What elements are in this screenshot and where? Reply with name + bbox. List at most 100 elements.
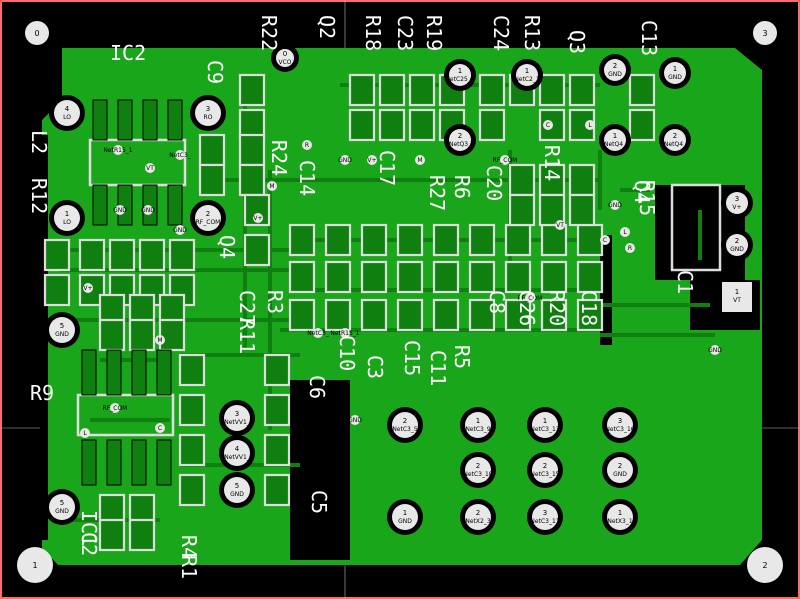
via-label-24: GND [608,202,622,209]
pad-net-p-gnd-l1: GND [55,331,69,338]
pad-sp-vt [722,282,752,312]
via-label-15: RF_COM [518,295,543,302]
pad-num-p-netic3-15: 2 [543,462,547,470]
smd-pad-43 [628,108,656,142]
silk-Q2: Q2 [315,15,339,39]
smd-pad-3 [396,223,424,257]
pad-num-p-netic3-5: 2 [403,417,407,425]
via-label-13: V+ [253,215,262,222]
smd-pad-77 [178,473,206,507]
silk-C13: C13 [637,20,661,56]
pad-p-ro [195,100,221,126]
pad-p-lo2 [54,205,80,231]
smd-pad-78 [263,353,291,387]
via-label-14: M [269,183,274,190]
pad-num-p-lo2: 1 [65,210,69,218]
pad-net-p-gnd-r: GND [730,246,744,253]
pad-p-gnd-l1 [49,317,75,343]
via-label-9: NetC3_ [169,152,192,159]
smd-pad-32 [378,108,406,142]
ic1-pin-top-3 [156,349,172,396]
via-label-29: L [83,430,87,437]
smd-pad-73 [158,318,186,352]
pad-net-p-gnd-b2: GND [398,518,412,525]
smd-pad-46 [198,133,226,167]
mounting-label-hole-0: 0 [34,29,39,38]
smd-pad-52 [508,163,536,197]
smd-pad-74 [178,353,206,387]
pad-p-gnd-b1 [607,457,633,483]
smd-pad-31 [348,108,376,142]
via-6 [302,140,312,150]
ic2-body [88,138,187,187]
smd-pad-15 [504,260,532,294]
smd-pad-13 [432,260,460,294]
pad-net-p-netvv1a: NetVV1_ [224,419,251,426]
smd-pad-8 [576,223,604,257]
smd-pad-11 [360,260,388,294]
smd-pad-23 [468,298,496,332]
via-17 [620,227,630,237]
smd-pad-27 [348,73,376,107]
pad-p-netic3-11 [532,504,558,530]
pad-num-p-netq4a: 1 [613,132,617,140]
via-23 [710,345,720,355]
silk-R15: R15 [635,180,659,216]
via-11 [143,205,153,215]
pad-p-netc2 [516,64,538,86]
via-label-18: R [628,245,632,252]
pad-p-gnd-top1 [604,59,626,81]
smd-pad-38 [568,73,596,107]
ic1-body [76,393,175,437]
ic2-pin-top-1 [117,99,133,141]
smd-pad-80 [263,433,291,467]
smd-pad-44 [238,73,266,107]
silk-R22: R22 [257,15,281,51]
smd-pad-81 [263,473,291,507]
pad-net-p-netic3-16: NetC3_16 [605,426,634,433]
pad-net-p-netic3-9: NetC3_9 [465,426,491,433]
smd-pad-51 [243,233,271,267]
pad-num-p-lo1: 4 [65,105,70,113]
smd-pad-9 [288,260,316,294]
silk-R20: R20 [545,290,569,326]
via-2 [415,155,425,165]
smd-pad-7 [540,223,568,257]
silk-C2: C2 [77,532,101,556]
smd-pad-6 [504,223,532,257]
silk-R27: R27 [425,175,449,211]
smd-pad-10 [324,260,352,294]
smd-pad-55 [508,193,536,227]
smd-pad-42 [628,73,656,107]
via-label-1: V+ [367,157,376,164]
via-label-4: C [546,122,550,129]
pad-num-p-gnd-top2: 1 [673,65,677,73]
smd-pad-39 [478,108,506,142]
silk-C15: C15 [400,340,424,376]
pad-net-p-netic3-11: NetC3_11 [530,518,559,525]
mounting-hole-3 [753,21,777,45]
pad-net-p-netic3-15: NetC3_15 [530,471,559,478]
pad-p-gnd-top2 [664,62,686,84]
ic2-pin-bot-1 [117,184,133,226]
pad-num-p-netvv1a: 3 [235,410,239,418]
smd-pad-75 [178,393,206,427]
via-label-19: VT [556,222,564,229]
pad-p-netic3-5 [392,412,418,438]
smd-pad-12 [396,260,424,294]
pad-net-p-vplus-r: V+ [732,204,741,211]
pad-num-p-netic3-16: 3 [618,417,622,425]
via-label-27: RF_COM [103,405,128,412]
silk-R3: R3 [263,290,287,314]
silk-R1: R1 [177,555,201,579]
pad-num-p-netic3-9: 1 [476,417,480,425]
silk-R5: R5 [450,345,474,369]
pad-p-vco [276,49,294,67]
pad-net-p-netvv1b: NetVV1_ [224,454,251,461]
pad-num-p-netic3-10: 2 [476,462,480,470]
smd-pad-5 [468,223,496,257]
q-outline [670,183,722,272]
via-7 [145,163,155,173]
smd-pad-14 [468,260,496,294]
